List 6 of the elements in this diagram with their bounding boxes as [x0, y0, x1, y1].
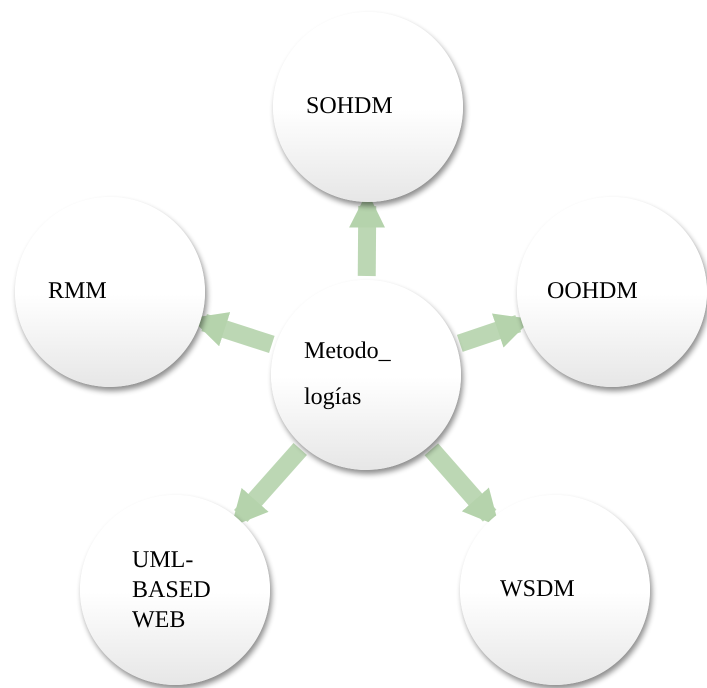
node-label: Metodo_ logías: [304, 337, 392, 412]
node-label: SOHDM: [306, 92, 394, 122]
node-label: WSDM: [500, 575, 576, 604]
node-label: OOHDM: [547, 277, 639, 306]
node-label: RMM: [48, 277, 108, 306]
node-label: UML-BASED WEB: [132, 546, 212, 635]
